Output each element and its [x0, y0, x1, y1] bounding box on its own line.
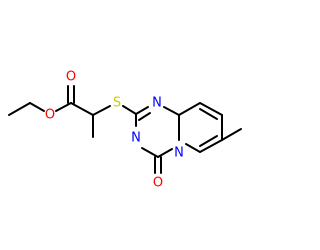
sulfur-atom-label: S: [113, 96, 121, 111]
nitrogen-atom-label-top: N: [152, 96, 162, 111]
bond-ch-to-s: [92, 105, 111, 116]
bond-c9-c8-inner: [199, 108, 218, 120]
bond-c2-n3-double-b: [138, 112, 151, 121]
bond-c7-methyl: [221, 128, 242, 141]
bond-c2-n3-double-a: [135, 106, 149, 115]
bond-s-to-ring: [122, 105, 137, 115]
nitrogen-atom-label-left: N: [131, 131, 141, 146]
oxygen-ester-atom-label: O: [45, 108, 55, 123]
oxygen-carbonyl-atom-label: O: [66, 70, 76, 85]
bond-ch2-o: [29, 102, 45, 112]
bond-c9a-c9: [178, 102, 201, 116]
bond-c6-n5: [185, 143, 201, 153]
bond-n1-c4: [141, 147, 159, 158]
bond-carbonyl-to-ch: [70, 102, 94, 116]
molecule-structure-diagram: O O S N N N O: [8, 70, 242, 191]
bond-c7-c6-inner: [199, 135, 218, 147]
nitrogen-atom-label-bridge: N: [174, 146, 184, 161]
bond-c7-c6-double: [199, 139, 223, 153]
bond-o-carbonyl-c: [55, 102, 72, 112]
bond-c4-n5: [157, 148, 173, 158]
oxygen-ring-carbonyl-atom-label: O: [153, 176, 163, 191]
bond-n3-c9a: [163, 106, 180, 116]
bond-ch3-ch2: [8, 102, 31, 116]
bond-c9-c8-double: [199, 102, 223, 116]
